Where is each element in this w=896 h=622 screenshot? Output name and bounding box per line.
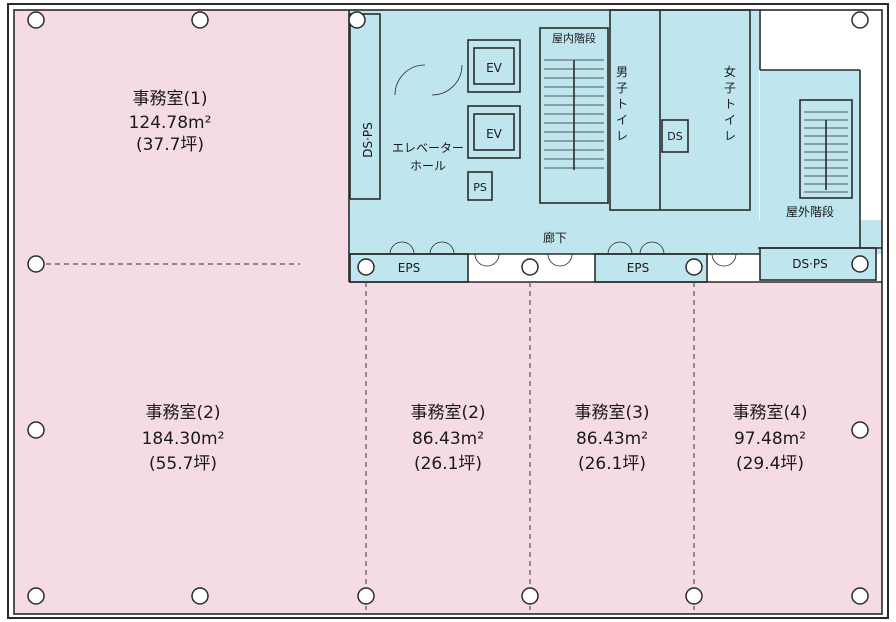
ev2-label: EV — [486, 127, 503, 141]
office-2-mid-name: 事務室(2) — [410, 403, 485, 423]
column-marker — [851, 587, 869, 605]
office-3-name: 事務室(3) — [574, 403, 649, 423]
office-labels: 事務室(1) 124.78m² (37.7坪) 事務室(2) 184.30m² … — [129, 89, 808, 474]
column-marker — [27, 255, 45, 273]
column-marker — [851, 255, 869, 273]
office-2-left-tsubo: (55.7坪) — [149, 454, 217, 474]
ds-ps-right-label: DS·PS — [792, 257, 828, 271]
stair-treads — [544, 59, 848, 193]
indoor-stairs-box — [539, 27, 609, 204]
eps-left-label: EPS — [398, 261, 420, 275]
office-1-tsubo: (37.7坪) — [136, 135, 204, 155]
ds-label: DS — [667, 130, 682, 143]
core-labels: DS·PS EPS EPS DS·PS EV EV エレベーター ホール PS … — [361, 31, 834, 275]
column-marker — [685, 258, 703, 276]
elevator-hall-label-1: エレベーター — [392, 141, 464, 155]
office-4-name: 事務室(4) — [732, 403, 807, 423]
column-marker — [685, 587, 703, 605]
common-areas — [349, 10, 882, 282]
eps-mid-label: EPS — [627, 261, 649, 275]
office-2-mid-area-text: 86.43m² — [412, 429, 484, 449]
office-4-area — [694, 282, 882, 614]
office-1-name: 事務室(1) — [132, 89, 207, 109]
column-marker — [348, 11, 366, 29]
column-marker — [851, 421, 869, 439]
office-2-mid-tsubo: (26.1坪) — [414, 454, 482, 474]
column-marker — [27, 421, 45, 439]
ps-label: PS — [473, 181, 487, 194]
office-4-area-text: 97.48m² — [734, 429, 806, 449]
column-marker — [357, 587, 375, 605]
office-2-left-area-text: 184.30m² — [142, 429, 225, 449]
ev1-label: EV — [486, 61, 503, 75]
elevator-shaft-1 — [467, 39, 521, 93]
doors — [389, 64, 737, 267]
office-1-area-text: 124.78m² — [129, 113, 212, 133]
ds-ps-left-label: DS·PS — [361, 122, 375, 158]
outdoor-stairs-label: 屋外階段 — [786, 204, 834, 219]
office-2-mid-area — [366, 282, 530, 614]
office-3-area — [530, 282, 694, 614]
elevator-shaft-2 — [467, 105, 521, 159]
office-4-tsubo: (29.4坪) — [736, 454, 804, 474]
toilet-label-char: イ — [616, 113, 628, 127]
columns — [27, 11, 869, 605]
inner-frame — [13, 9, 883, 615]
toilet-label-char: ト — [616, 97, 628, 111]
column-marker — [27, 11, 45, 29]
office-2-left-area — [14, 264, 366, 614]
toilet-label-char: レ — [724, 129, 736, 143]
corridor-label: 廊下 — [543, 230, 567, 245]
room-dividers — [28, 263, 695, 610]
office-1-area — [14, 10, 349, 264]
column-marker — [851, 11, 869, 29]
toilet-label-char: レ — [616, 129, 628, 143]
office-2-left-name: 事務室(2) — [145, 403, 220, 423]
toilet-block — [609, 9, 751, 211]
column-marker — [521, 258, 539, 276]
walls — [13, 9, 883, 615]
toilet-label-char: イ — [724, 113, 736, 127]
column-marker — [357, 258, 375, 276]
ds-ps-left-area — [350, 14, 380, 199]
column-marker — [27, 587, 45, 605]
office-areas — [14, 10, 882, 614]
toilet-label-char: 子 — [724, 81, 736, 95]
toilet-label-char: ト — [724, 97, 736, 111]
office-3-area-text: 86.43m² — [576, 429, 648, 449]
elevator-hall-label-2: ホール — [410, 159, 446, 173]
column-marker — [521, 587, 539, 605]
toilet-label-char: 男 — [616, 65, 628, 79]
toilet-label-char: 女 — [724, 64, 736, 79]
column-marker — [191, 11, 209, 29]
office-3-tsubo: (26.1坪) — [578, 454, 646, 474]
indoor-stairs-label: 屋内階段 — [552, 31, 596, 45]
toilet-label-char: 子 — [616, 81, 628, 95]
column-marker — [191, 587, 209, 605]
outdoor-stairs-area — [760, 70, 860, 248]
core-area — [349, 10, 759, 250]
